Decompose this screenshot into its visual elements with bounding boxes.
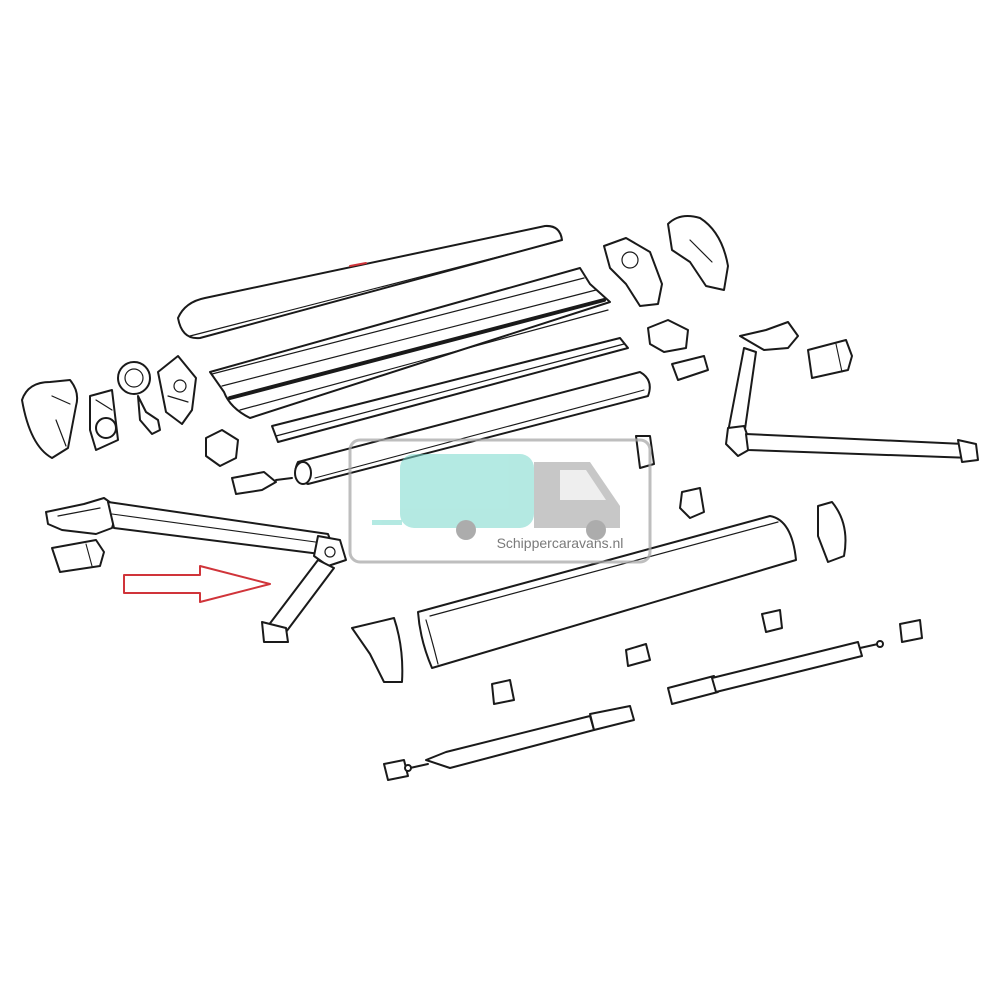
left-arm-lower [261,559,335,643]
left-arm-shoulder [45,497,119,535]
lead-bar-end-cap-right [817,501,847,563]
center-arm-clip [635,435,705,519]
left-crank-gear [117,361,161,435]
front-lead-bar [417,515,797,669]
mounting-clip [383,609,923,781]
fabric-roll [294,371,651,485]
highlight-arrow [123,565,271,603]
right-gear-housing [603,237,663,307]
caravan-van-logo-icon [372,454,620,540]
right-arm-end-cap [807,339,853,379]
left-bracket [205,429,293,495]
fabric-rail [271,337,629,443]
right-arm [725,321,979,463]
left-arm-elbow [313,535,347,567]
roller-tube-profile [209,267,611,419]
left-arm-upper [107,501,337,557]
watermark-text: Schippercaravans.nl [497,535,624,551]
left-arm-end-cap [51,539,105,573]
watermark: Schippercaravans.nl [348,438,652,564]
lead-bar-end-cap-left [351,617,404,683]
front-cover-bar [177,224,563,340]
left-cap-insert [89,389,119,451]
upper-telescopic-leg [667,640,884,705]
left-end-cap [21,379,79,459]
lower-telescopic-leg [404,705,635,772]
left-crank-handle [157,355,197,425]
right-bracket [647,319,709,381]
right-end-cap [667,215,729,291]
